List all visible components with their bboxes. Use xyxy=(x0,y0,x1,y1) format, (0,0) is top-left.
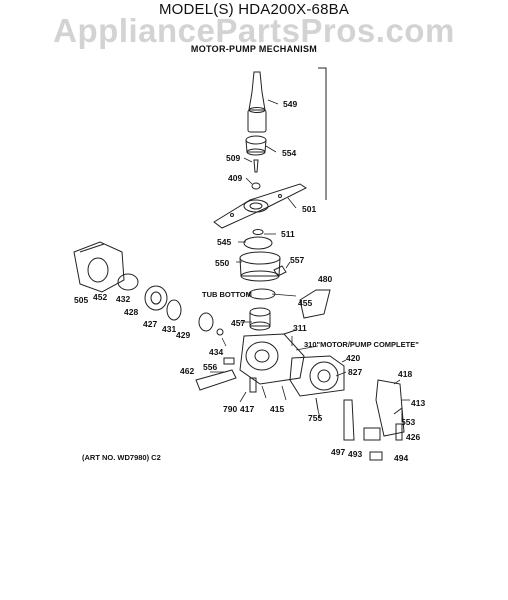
tub-bottom-label: TUB BOTTOM xyxy=(202,290,252,299)
clamp-452 xyxy=(117,273,139,291)
washer-511 xyxy=(252,229,264,235)
part-label: 426 xyxy=(406,432,421,442)
part-label: 480 xyxy=(318,274,333,284)
part-label: 755 xyxy=(308,413,323,423)
spray-arm-part xyxy=(213,183,307,229)
motor-827 xyxy=(289,355,345,397)
part-label: 428 xyxy=(124,307,139,317)
part-label: 545 xyxy=(217,237,232,247)
part-556 xyxy=(223,357,235,365)
screw-434 xyxy=(216,328,224,336)
leader-lines xyxy=(210,99,410,419)
pump-housing-550 xyxy=(239,251,281,282)
part-label: 452 xyxy=(93,292,108,302)
model-title: MODEL(S) HDA200X-68BA xyxy=(158,1,350,18)
part-label: 455 xyxy=(298,298,313,308)
part-label: 420 xyxy=(346,353,361,363)
part-label: 417 xyxy=(240,404,255,414)
bracket-480 xyxy=(299,289,331,319)
impeller-428 xyxy=(144,285,168,311)
bracket-418 xyxy=(375,379,405,437)
part-label: 511 xyxy=(281,229,295,239)
part-label: 415 xyxy=(270,404,285,414)
watermark: AppliancePartsPros.com xyxy=(53,12,455,49)
art-number: (ART NO. WD7980) C2 xyxy=(82,453,161,462)
part-label: 494 xyxy=(394,453,409,463)
bracket-497 xyxy=(343,399,355,441)
part-label: 554 xyxy=(282,148,297,158)
part-label: 497 xyxy=(331,447,346,457)
part-label: 549 xyxy=(283,99,298,109)
part-label: 553 xyxy=(401,417,416,427)
tub-bottom-ring xyxy=(248,288,276,300)
part-790 xyxy=(249,377,257,393)
part-426 xyxy=(395,423,403,441)
motor-housing-311 xyxy=(239,329,305,385)
part-429 xyxy=(198,312,214,332)
solenoid-493 xyxy=(363,427,381,441)
part-label: 432 xyxy=(116,294,131,304)
part-label: 462 xyxy=(180,366,195,376)
part-label: 457 xyxy=(231,318,246,328)
part-label: 434 xyxy=(209,347,224,357)
upper-nozzle-part xyxy=(245,135,267,156)
part-label: 413 xyxy=(411,398,426,408)
ring-545 xyxy=(243,236,273,250)
part-label: 311 xyxy=(293,323,307,333)
part-label: 790 xyxy=(223,404,238,414)
part-label: 557 xyxy=(290,255,305,265)
diagram-subtitle: MOTOR-PUMP MECHANISM xyxy=(190,44,318,54)
part-label: 409 xyxy=(228,173,243,183)
part-label: 505 xyxy=(74,295,89,305)
bracket-line xyxy=(318,67,327,200)
pin-part xyxy=(253,159,259,173)
small-nut-part xyxy=(251,182,261,190)
part-label: 429 xyxy=(176,330,191,340)
part-label: 827 xyxy=(348,367,363,377)
part-553 xyxy=(393,407,403,420)
spray-tube-part xyxy=(247,71,267,133)
seal-457 xyxy=(249,307,271,331)
part-label: 501 xyxy=(302,204,317,214)
part-label: 509 xyxy=(226,153,241,163)
motor-pump-complete-label: 310"MOTOR/PUMP COMPLETE" xyxy=(304,340,419,349)
part-label: 431 xyxy=(162,324,177,334)
part-label: 418 xyxy=(398,369,413,379)
part-label: 556 xyxy=(203,362,218,372)
part-label: 427 xyxy=(143,319,158,329)
housing-505 xyxy=(73,241,125,293)
screw-755 xyxy=(315,397,319,411)
part-label: 550 xyxy=(215,258,230,268)
part-label: 493 xyxy=(348,449,363,459)
hose-462 xyxy=(195,369,237,391)
ring-427 xyxy=(166,299,182,321)
clip-557 xyxy=(273,265,287,277)
part-494 xyxy=(369,451,383,461)
